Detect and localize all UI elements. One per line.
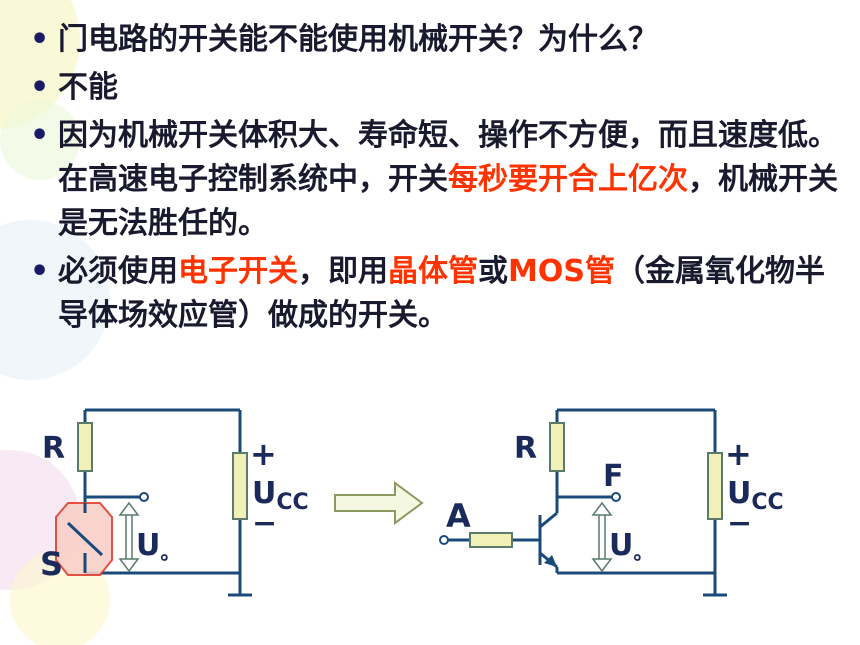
highlight-text: 每秒要开合上亿次 bbox=[448, 162, 688, 197]
bullet-text: （金属氧化物半导体场效应管）做成的开关。 bbox=[58, 254, 825, 333]
bullet-reason: •因为机械开关体积大、寿命短、操作不方便，而且速度低。在高速电子控制系统中，开关… bbox=[30, 118, 838, 241]
output-voltage-arrow bbox=[591, 501, 613, 573]
plus-sign: + bbox=[725, 435, 752, 473]
switch-label: S bbox=[40, 545, 63, 583]
circuit-diagrams: R S + UCC − U。 R A F + UCC − U。 bbox=[40, 408, 784, 597]
highlight-text: 晶体管 bbox=[388, 254, 478, 289]
bullet-text: 因为机械开关体积大、寿命短、操作不方便，而且速度低。在高速电子控制系统中，开关 bbox=[58, 118, 838, 197]
transistor-switch-circuit bbox=[448, 408, 727, 597]
bullet-text: 门电路的开关能不能使用机械开关？为什么？ bbox=[58, 22, 658, 57]
output-terminal bbox=[611, 492, 621, 502]
output-subscript: 。 bbox=[633, 540, 653, 564]
supply-subscript: CC bbox=[751, 490, 783, 515]
base-resistor bbox=[469, 532, 513, 548]
output-main: U bbox=[136, 528, 160, 563]
highlight-text: MOS管 bbox=[508, 254, 615, 289]
switch-contact bbox=[66, 503, 104, 573]
output-label: U。 bbox=[609, 528, 653, 564]
plus-sign: + bbox=[250, 435, 277, 473]
supply-main: U bbox=[727, 476, 751, 511]
supply-element bbox=[232, 452, 248, 520]
emitter-arrow bbox=[544, 555, 557, 567]
resistor-label: R bbox=[42, 431, 65, 466]
resistor-label: R bbox=[514, 431, 537, 466]
transform-arrow bbox=[334, 481, 424, 525]
highlight-text: 电子开关 bbox=[178, 254, 298, 289]
bullet-text: ，即用 bbox=[298, 254, 388, 289]
bullet-text: 必须使用 bbox=[58, 254, 178, 289]
supply-element bbox=[707, 452, 723, 520]
input-label: A bbox=[446, 497, 471, 535]
resistor bbox=[77, 422, 93, 472]
bullet-list: •门电路的开关能不能使用机械开关？为什么？ •不能 •因为机械开关体积大、寿命短… bbox=[30, 18, 840, 342]
bullet-solution: •必须使用电子开关，即用晶体管或MOS管（金属氧化物半导体场效应管）做成的开关。 bbox=[30, 254, 825, 333]
output-main: U bbox=[609, 528, 633, 563]
input-terminal bbox=[439, 535, 449, 545]
output-label: U。 bbox=[136, 528, 180, 564]
output-voltage-arrow bbox=[118, 501, 140, 573]
supply-subscript: CC bbox=[276, 490, 308, 515]
minus-sign: − bbox=[252, 506, 277, 541]
resistor bbox=[549, 422, 565, 472]
bullet-text: 不能 bbox=[58, 70, 118, 105]
output-terminal bbox=[139, 492, 149, 502]
supply-label: UCC bbox=[727, 476, 784, 515]
output-subscript: 。 bbox=[160, 540, 180, 564]
bullet-text: ，机械开关是无法胜任的。 bbox=[58, 162, 838, 241]
output-node-label: F bbox=[603, 459, 624, 494]
supply-main: U bbox=[252, 476, 276, 511]
mechanical-switch-circuit bbox=[83, 408, 252, 597]
bullet-text: 或 bbox=[478, 254, 508, 289]
bullet-question: •门电路的开关能不能使用机械开关？为什么？ bbox=[30, 22, 658, 57]
bullet-answer: •不能 bbox=[30, 70, 118, 105]
supply-label: UCC bbox=[252, 476, 309, 515]
minus-sign: − bbox=[727, 506, 752, 541]
